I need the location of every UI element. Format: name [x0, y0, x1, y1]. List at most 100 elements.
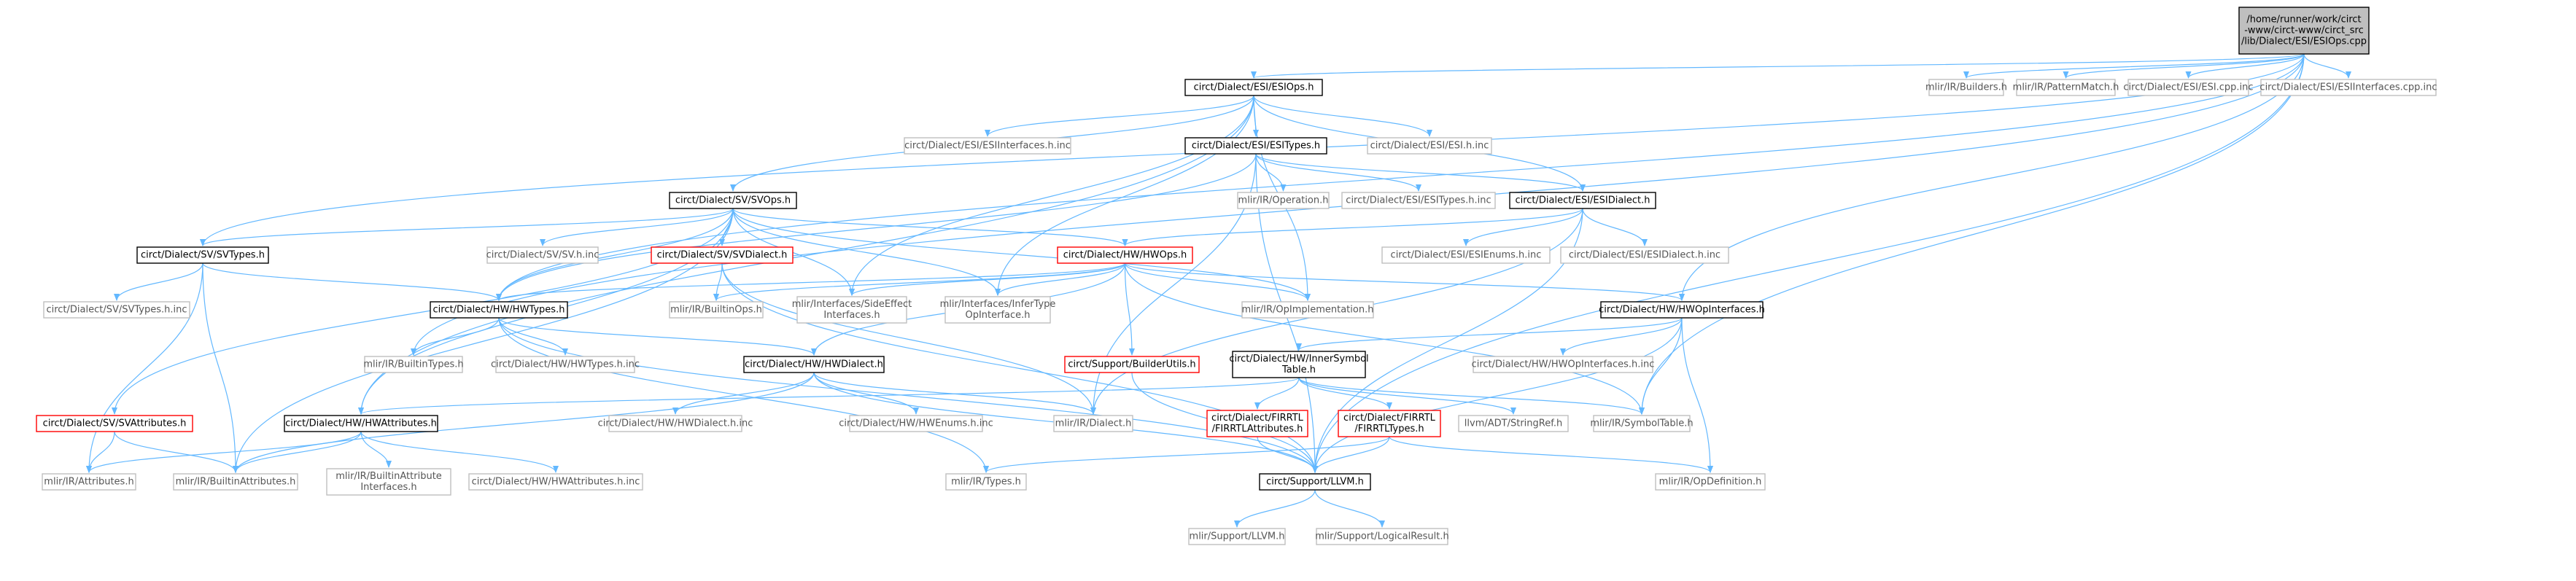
node-label: circt/Dialect/HW/HWOpInterfaces.h	[1599, 305, 1765, 316]
edge-root-to-patternmatch	[2063, 53, 2305, 79]
node-builders: mlir/IR/Builders.h	[1925, 79, 2007, 96]
edge-hwtypes_h-to-builtintypes	[411, 317, 500, 356]
node-svops_h[interactable]: circt/Dialect/SV/SVOps.h	[669, 192, 797, 209]
node-hwtypes_h[interactable]: circt/Dialect/HW/HWTypes.h	[430, 301, 568, 319]
node-builtinattributes: mlir/IR/BuiltinAttributes.h	[173, 473, 298, 491]
node-box	[2238, 7, 2370, 55]
node-svattributes_h[interactable]: circt/Dialect/SV/SVAttributes.h	[36, 415, 193, 432]
node-label: circt/Dialect/ESI/ESITypes.h.inc	[1346, 195, 1491, 206]
node-mlir_support_llvm: mlir/Support/LLVM.h	[1188, 528, 1286, 545]
edge-root-to-esiops_h	[1251, 53, 2305, 79]
node-symboltable: mlir/IR/SymbolTable.h	[1590, 415, 1694, 432]
node-box	[364, 356, 463, 373]
node-box	[2260, 79, 2437, 96]
node-firrtlattributes[interactable]: circt/Dialect/FIRRTL/FIRRTLAttributes.h	[1206, 410, 1308, 437]
node-label: circt/Dialect/SV/SVAttributes.h	[43, 418, 187, 429]
edge-hwopinterfaces_h-to-symboltable	[1639, 317, 1683, 415]
node-box	[1367, 137, 1492, 155]
node-label: circt/Dialect/ESI/ESIOps.h	[1194, 82, 1314, 93]
node-hwattributes_h[interactable]: circt/Dialect/HW/HWAttributes.h	[284, 415, 438, 432]
edge-hwops_h-to-builderutils	[1124, 262, 1135, 356]
node-label: circt/Dialect/FIRRTL	[1211, 413, 1304, 424]
node-label: mlir/Interfaces/SideEffect	[792, 299, 912, 310]
node-box	[1316, 528, 1448, 545]
node-box	[326, 468, 451, 496]
node-opimplementation: mlir/IR/OpImplementation.h	[1241, 301, 1374, 319]
node-label: circt/Dialect/ESI/ESIInterfaces.h.inc	[904, 141, 1071, 152]
node-label: Table.h	[1281, 364, 1316, 375]
edge-firrtlattributes-to-support_llvm	[1257, 436, 1318, 473]
edge-hwtypes_h-to-types	[498, 317, 989, 473]
node-box	[495, 356, 635, 373]
edge-svtypes_h-to-builtinattributes	[202, 262, 238, 473]
node-patternmatch: mlir/IR/PatternMatch.h	[2013, 79, 2119, 96]
node-svtypes_h[interactable]: circt/Dialect/SV/SVTypes.h	[136, 246, 269, 264]
edge-svops_h-to-svtypes_h	[200, 208, 734, 246]
node-label: mlir/Support/LogicalResult.h	[1315, 531, 1448, 542]
node-builderutils[interactable]: circt/Support/BuilderUtils.h	[1064, 356, 1200, 373]
node-hwopinterfaces_h[interactable]: circt/Dialect/HW/HWOpInterfaces.h	[1599, 301, 1765, 319]
edge-esitypes_h-to-hwtypes_h	[496, 153, 1257, 301]
edge-hwdialect_h-to-hwdialect_h_inc	[672, 372, 815, 415]
edge-hwopinterfaces_h-to-support_llvm	[1312, 317, 1683, 473]
node-label: mlir/Support/LLVM.h	[1190, 531, 1285, 542]
node-support_llvm[interactable]: circt/Support/LLVM.h	[1259, 473, 1371, 491]
edge-hwattributes_h-to-attributes	[86, 431, 362, 473]
edge-esitypes_h-to-esitypes_h_inc	[1255, 153, 1421, 192]
root-file-node[interactable]: /home/runner/work/circt-www/circt-www/ci…	[2238, 7, 2370, 55]
node-label: circt/Dialect/SV/SVTypes.h	[141, 250, 265, 261]
node-box	[1057, 246, 1193, 264]
edge-esidialect_h-to-esienums_h_inc	[1463, 208, 1583, 246]
node-label: Interfaces.h	[360, 482, 416, 493]
edge-firrtltypes-to-types	[983, 436, 1390, 473]
node-box	[136, 246, 269, 264]
node-box	[945, 473, 1027, 491]
edge-esidialect_h-to-hwops_h	[1122, 208, 1583, 246]
edge-hwtypes_h-to-hwtypes_h_inc	[498, 317, 568, 356]
edge-root-to-hwtypes_h	[496, 53, 2305, 301]
node-box	[36, 415, 193, 432]
node-box	[669, 192, 797, 209]
node-label: circt/Support/LLVM.h	[1266, 477, 1364, 488]
edge-svtypes_h-to-svtypes_h_inc	[114, 262, 203, 301]
node-label: circt/Dialect/HW/HWAttributes.h	[285, 418, 437, 429]
node-label: circt/Dialect/SV/SV.h.inc	[486, 250, 600, 261]
node-box	[1206, 410, 1308, 437]
node-label: llvm/ADT/StringRef.h	[1464, 418, 1562, 429]
node-esitypes_h[interactable]: circt/Dialect/ESI/ESITypes.h	[1184, 137, 1327, 155]
node-hwdialect_h_inc: circt/Dialect/HW/HWDialect.h.inc	[598, 415, 753, 432]
node-box	[2127, 79, 2249, 96]
node-hwdialect_h[interactable]: circt/Dialect/HW/HWDialect.h	[743, 356, 885, 373]
edge-svattributes_h-to-builtinattributes	[114, 431, 238, 473]
edge-svdialect_h-to-builtinops	[713, 262, 723, 301]
node-esiinterfaces_cpp_inc: circt/Dialect/ESI/ESIInterfaces.cpp.inc	[2259, 79, 2437, 96]
edge-hwopinterfaces_h-to-opdefinition	[1681, 317, 1713, 473]
edge-hwtypes_h-to-hwdialect_h	[498, 317, 817, 356]
node-box	[796, 296, 907, 324]
node-label: mlir/IR/Types.h	[951, 477, 1021, 488]
edge-hwops_h-to-builtinops	[713, 262, 1126, 301]
node-box	[284, 415, 438, 432]
node-layer: /home/runner/work/circt-www/circt-www/ci…	[36, 7, 2437, 545]
node-box	[43, 301, 190, 319]
node-label: circt/Dialect/HW/HWTypes.h.inc	[491, 359, 640, 370]
node-box	[849, 415, 983, 432]
edge-svattributes_h-to-attributes	[86, 431, 115, 473]
node-hwattributes_h_inc: circt/Dialect/HW/HWAttributes.h.inc	[468, 473, 643, 491]
node-label: circt/Dialect/SV/SVDialect.h	[657, 250, 788, 261]
edge-innersymbol-to-firrtlattributes	[1254, 377, 1300, 410]
edge-innersymbol-to-stringref	[1298, 377, 1516, 415]
node-box	[1237, 192, 1330, 209]
node-hwops_h[interactable]: circt/Dialect/HW/HWOps.h	[1057, 246, 1193, 264]
node-esiops_h[interactable]: circt/Dialect/ESI/ESIOps.h	[1184, 79, 1323, 96]
node-firrtltypes[interactable]: circt/Dialect/FIRRTL/FIRRTLTypes.h	[1338, 410, 1441, 437]
node-esidialect_h[interactable]: circt/Dialect/ESI/ESIDialect.h	[1509, 192, 1656, 209]
edge-svops_h-to-opimplementation	[732, 208, 1311, 301]
node-svdialect_h[interactable]: circt/Dialect/SV/SVDialect.h	[651, 246, 794, 264]
node-label: mlir/Interfaces/InferType	[940, 299, 1056, 310]
node-label: circt/Dialect/SV/SVOps.h	[675, 195, 791, 206]
node-box	[1509, 192, 1656, 209]
node-box	[1232, 351, 1366, 378]
